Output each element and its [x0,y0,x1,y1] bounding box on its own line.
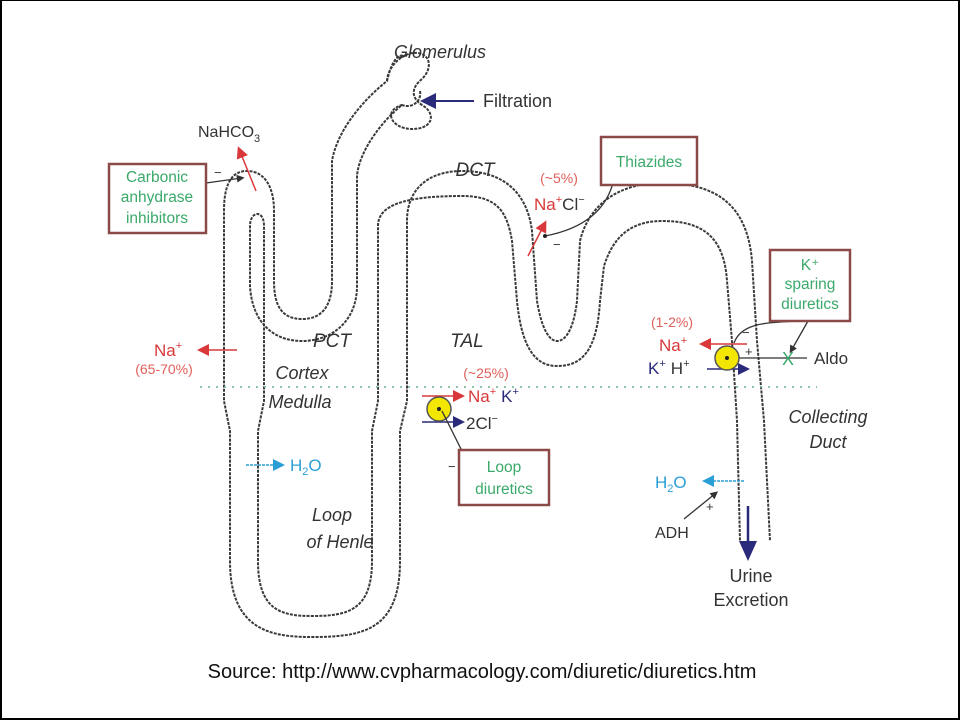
urine-arrowhead [739,541,757,561]
label-pct: PCT [313,331,352,352]
label-nahco3: NaHCO3 [198,124,260,145]
plus-sign-adh: + [706,499,714,514]
label-cd-percent: (1-2%) [651,314,693,330]
label-medulla: Medulla [268,392,331,412]
svg-text:inhibitors: inhibitors [126,210,188,227]
label-pct-na: Na+ [154,340,182,360]
svg-text:Loop: Loop [487,459,521,476]
label-collecting-2: Duct [809,432,847,452]
nephron-inner-wall [249,90,741,618]
label-tal-percent: (~25%) [463,365,509,381]
drug-box-loop-diuretics: Loop diuretics [457,448,551,507]
svg-text:anhydrase: anhydrase [121,189,193,206]
label-aldo: Aldo [814,349,848,368]
glomerulus-cup [386,51,432,131]
svg-text:diuretics: diuretics [781,296,839,313]
label-cd-k-h: K+H+ [648,358,690,378]
cd-transporter-center [725,356,729,360]
label-cd-h2o: H2O [655,473,687,495]
nahco3-arrow [236,146,257,192]
label-dct-percent: (~5%) [540,170,578,186]
label-loop-1: Loop [312,505,352,525]
svg-text:diuretics: diuretics [475,481,533,498]
drug-box-carbonic-anhydrase: Carbonic anhydrase inhibitors [107,162,208,235]
drug-box-thiazides: Thiazides [599,135,699,187]
label-cortex: Cortex [275,363,329,383]
label-loop-2: of Henle [306,532,373,552]
minus-sign-thiazide: − [553,237,561,252]
tal-transporter-center [437,407,441,411]
svg-text:sparing: sparing [785,276,836,293]
source-citation: Source: http://www.cvpharmacology.com/di… [207,661,757,683]
label-cd-na: Na+ [659,335,687,355]
minus-sign-ca: − [214,165,222,180]
label-dct: DCT [455,160,495,181]
minus-sign-ksparing: − [742,325,750,340]
label-adh: ADH [655,525,689,542]
adh-connector [683,491,719,520]
plus-sign-aldo: + [745,344,753,359]
ksparing-connector-x [789,320,809,354]
svg-text:Thiazides: Thiazides [616,154,683,171]
thiazide-target-dot [543,234,547,238]
label-descending-h2o: H2O [290,456,322,478]
ca-inhibitor-connector [205,174,245,184]
label-glomerulus: Glomerulus [394,42,486,62]
thiazide-connector [544,178,615,237]
label-dct-nacl: Na+Cl− [534,194,585,214]
label-urine-1: Urine [729,566,772,586]
svg-text:Carbonic: Carbonic [126,169,188,186]
svg-text:K⁺: K⁺ [801,257,820,274]
minus-sign-loop: − [448,459,456,474]
label-pct-percent: (65-70%) [135,361,193,377]
label-collecting-1: Collecting [788,407,867,427]
block-x-aldo: X [782,349,794,369]
label-filtration: Filtration [483,91,552,111]
dct-nacl-arrow [527,220,547,257]
label-urine-2: Excretion [713,590,788,610]
label-tal-na-k: Na+K+ [468,386,519,406]
label-tal-cl: 2Cl− [466,413,498,433]
label-tal: TAL [450,331,483,352]
drug-box-k-sparing: K⁺ sparing diuretics [768,248,852,323]
nephron-outer-wall [223,54,771,639]
